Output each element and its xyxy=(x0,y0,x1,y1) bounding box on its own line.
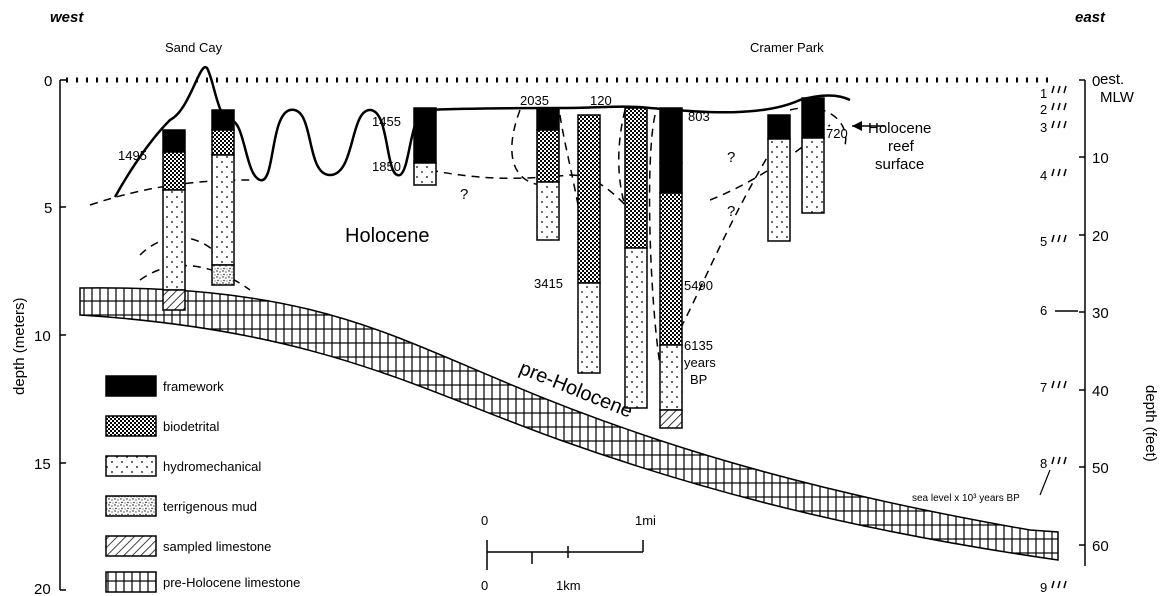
right-note-mlw: MLW xyxy=(1100,89,1135,106)
left-tick-20: 20 xyxy=(34,581,51,596)
core-2 xyxy=(211,109,235,286)
date-2035: 2035 xyxy=(520,93,549,108)
holocene-label: Holocene xyxy=(345,225,430,247)
core-5 xyxy=(577,114,601,374)
site-label-cramer-park: Cramer Park xyxy=(750,40,824,55)
left-tick-15: 15 xyxy=(34,456,51,473)
sea-level-tick-6: 6 xyxy=(1040,303,1047,318)
left-tick-10: 10 xyxy=(34,328,51,345)
legend-label-sampled: sampled limestone xyxy=(163,539,271,554)
right-note-est: est. xyxy=(1100,71,1124,88)
scale-mi-label: 1mi xyxy=(635,513,656,528)
legend: framework biodetrital hydromechanical te… xyxy=(105,375,300,593)
reef-surface-line xyxy=(113,65,851,198)
reef-surface-arrowhead xyxy=(852,121,862,131)
right-tick-50: 50 xyxy=(1092,460,1109,477)
legend-swatch-framework xyxy=(105,375,157,397)
legend-swatch-limestone xyxy=(105,571,157,593)
date-5490: 5490 xyxy=(684,278,713,293)
date-1850: 1850 xyxy=(372,159,401,174)
sea-level-tick-4: 4 xyxy=(1040,168,1047,183)
sea-level-tick-9: 9 xyxy=(1040,580,1047,595)
pre-holocene-limestone-band xyxy=(79,287,1059,561)
date-years: years xyxy=(684,355,716,370)
question-mark-2: ? xyxy=(727,149,735,166)
west-label: west xyxy=(50,9,84,26)
sea-level-caption: sea level x 10³ years BP xyxy=(912,493,1020,504)
question-mark-3: ? xyxy=(727,203,735,220)
sea-level-tick-5: 5 xyxy=(1040,234,1047,249)
right-tick-60: 60 xyxy=(1092,538,1109,555)
legend-swatch-hydromechanical xyxy=(105,455,157,477)
left-axis: 0 5 10 15 20 depth (meters) xyxy=(11,73,66,596)
legend-label-framework: framework xyxy=(163,379,224,394)
core-8 xyxy=(767,114,791,242)
legend-label-hydromechanical: hydromechanical xyxy=(163,459,261,474)
sea-level-tick-1: 1 xyxy=(1040,86,1047,101)
sea-level-tick-7: 7 xyxy=(1040,380,1047,395)
reef-surface-label-1: Holocene xyxy=(868,120,931,137)
date-1495: 1495 xyxy=(118,148,147,163)
scale-bar: 0 1mi 0 1km xyxy=(481,513,656,593)
date-1455: 1455 xyxy=(372,114,401,129)
reef-surface-label-3: surface xyxy=(875,156,924,173)
scale-mi-zero: 0 xyxy=(481,513,488,528)
core-7 xyxy=(659,107,683,429)
east-label: east xyxy=(1075,9,1106,26)
legend-label-biodetrital: biodetrital xyxy=(163,419,219,434)
date-3415: 3415 xyxy=(534,276,563,291)
core-9 xyxy=(801,97,825,214)
date-803: 803 xyxy=(688,109,710,124)
right-tick-30: 30 xyxy=(1092,305,1109,322)
sea-level-scale: 1 2 3 4 5 6 7 8 9 xyxy=(1040,85,1078,595)
sea-level-tick-3: 3 xyxy=(1040,120,1047,135)
right-axis-title: depth (feet) xyxy=(1142,385,1159,462)
core-6 xyxy=(624,107,648,409)
legend-label-limestone: pre-Holocene limestone xyxy=(163,575,300,590)
legend-swatch-sampled xyxy=(105,535,157,557)
sea-level-tick-8: 8 xyxy=(1040,456,1047,471)
right-tick-40: 40 xyxy=(1092,383,1109,400)
right-tick-0: 0 xyxy=(1092,73,1100,90)
core-4 xyxy=(536,107,560,241)
scale-km-zero: 0 xyxy=(481,578,488,593)
left-tick-0: 0 xyxy=(44,73,52,90)
site-label-sand-cay: Sand Cay xyxy=(165,40,223,55)
right-tick-10: 10 xyxy=(1092,150,1109,167)
left-axis-title: depth (meters) xyxy=(11,297,28,395)
date-720: 720 xyxy=(826,126,848,141)
core-3 xyxy=(413,107,437,186)
sea-level-arrow xyxy=(1039,469,1051,496)
right-axis: 0 10 20 30 40 50 60 est. MLW depth (feet… xyxy=(1079,71,1159,566)
legend-label-terrigenous: terrigenous mud xyxy=(163,499,257,514)
left-tick-5: 5 xyxy=(44,200,52,217)
legend-swatch-biodetrital xyxy=(105,415,157,437)
reef-surface-label-2: reef xyxy=(888,138,915,155)
core-1 xyxy=(162,129,186,311)
sea-level-tick-2: 2 xyxy=(1040,102,1047,117)
right-tick-20: 20 xyxy=(1092,228,1109,245)
date-bp: BP xyxy=(690,372,707,387)
scale-km-label: 1km xyxy=(556,578,581,593)
question-mark-1: ? xyxy=(460,186,468,203)
date-6135: 6135 xyxy=(684,338,713,353)
date-120: 120 xyxy=(590,93,612,108)
legend-swatch-terrigenous xyxy=(105,495,157,517)
